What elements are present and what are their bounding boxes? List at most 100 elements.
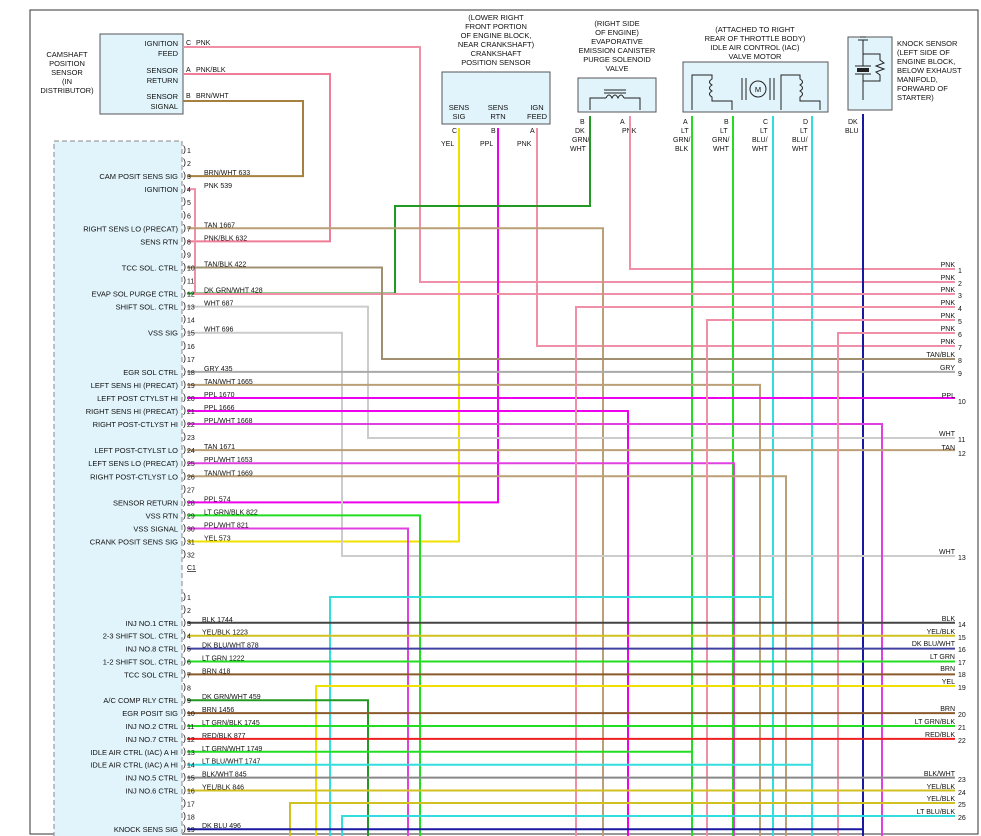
crank-t3-l1: IGN bbox=[530, 103, 543, 112]
crank-t1-l2: SIG bbox=[453, 112, 466, 121]
wire-pnk-5 bbox=[706, 319, 955, 836]
c1-pin-number: 9 bbox=[187, 252, 191, 259]
c1-pin-bracket: ) bbox=[183, 549, 186, 559]
c2-wire-label: BLK 1744 bbox=[202, 617, 233, 624]
crankshaft-position-sensor: (LOWER RIGHT FRONT PORTION OF ENGINE BLO… bbox=[441, 13, 551, 148]
c2-pin-number: 4 bbox=[187, 634, 191, 641]
c1-pin-function: SHIFT SOL. CTRL bbox=[116, 303, 178, 312]
c2-pin-number: 9 bbox=[187, 698, 191, 705]
wire-cam-return bbox=[183, 73, 331, 243]
right-wire-number: 26 bbox=[958, 815, 966, 822]
c2-wire-label: LT GRN/WHT 1749 bbox=[202, 746, 262, 753]
iac-b-w1: LT bbox=[720, 128, 728, 135]
right-wire-label: BRN bbox=[940, 666, 955, 673]
right-wire-label: RED/BLK bbox=[925, 732, 955, 739]
c1-pin-number: 14 bbox=[187, 318, 195, 325]
c1-wire-label: PNK/BLK 632 bbox=[204, 235, 247, 242]
c2-wire-label: DK BLU 496 bbox=[202, 823, 241, 830]
c1-pin-function: SENSOR RETURN bbox=[113, 498, 178, 507]
motor-symbol: M bbox=[755, 85, 761, 94]
c1-pin-bracket: ) bbox=[183, 366, 186, 376]
c1-pin-function: CAM POSIT SENS SIG bbox=[99, 172, 178, 181]
c2-pin-function: A/C COMP RLY CTRL bbox=[103, 696, 178, 705]
evap-purge-solenoid: (RIGHT SIDE OF ENGINE) EVAPORATIVE EMISS… bbox=[570, 19, 657, 153]
evap-wire-b-2: GRN/ bbox=[572, 137, 590, 144]
c1-pin-bracket: ) bbox=[183, 248, 186, 258]
c1-wire-label: TAN 1667 bbox=[204, 222, 235, 229]
c2-pin-bracket: ) bbox=[183, 797, 186, 807]
c2-pin-number: 1 bbox=[187, 595, 191, 602]
wire-evap-feed bbox=[629, 116, 955, 270]
right-wire-number: 18 bbox=[958, 672, 966, 679]
iac-note-4: VALVE MOTOR bbox=[729, 52, 783, 61]
c1-pin-bracket: ) bbox=[183, 340, 186, 350]
c1-wire-label: GRY 435 bbox=[204, 366, 233, 373]
evap-note-6: VALVE bbox=[605, 64, 628, 73]
wire-vss-signal bbox=[187, 527, 409, 836]
right-wire-number: 17 bbox=[958, 660, 966, 667]
c1-pin-number: 27 bbox=[187, 487, 195, 494]
c1-wire-label: PPL/WHT 821 bbox=[204, 522, 249, 529]
wire-left-sens-lo bbox=[187, 462, 735, 836]
right-wire-number: 7 bbox=[958, 345, 962, 352]
cam-pin-b: B bbox=[186, 93, 191, 100]
c2-pin-number: 5 bbox=[187, 647, 191, 654]
page-frame bbox=[29, 9, 979, 835]
c1-pin-number: 12 bbox=[187, 292, 195, 299]
camshaft-position-sensor: CAMSHAFT POSITION SENSOR (IN DISTRIBUTOR… bbox=[40, 33, 229, 115]
c1-pin-number: 8 bbox=[187, 239, 191, 246]
iac-pin-d: D bbox=[803, 119, 808, 126]
c2-pin-bracket: ) bbox=[183, 668, 186, 678]
c1-wire-label: PPL 1670 bbox=[204, 392, 235, 399]
right-wire-number: 22 bbox=[958, 738, 966, 745]
c1-pin-number: 28 bbox=[187, 500, 195, 507]
wire-crank-rtn bbox=[187, 128, 499, 504]
iac-c-w3: WHT bbox=[752, 146, 769, 153]
crank-pin-a: A bbox=[530, 128, 535, 135]
c1-pin-bracket: ) bbox=[183, 301, 186, 311]
cam-term-return-2: RETURN bbox=[147, 76, 178, 85]
c1-pin-bracket: ) bbox=[183, 405, 186, 415]
c1-pin-bracket: ) bbox=[183, 209, 186, 219]
wire-pnk-4 bbox=[575, 306, 955, 836]
c2-pin-bracket: ) bbox=[183, 604, 186, 614]
c2-pin-bracket: ) bbox=[183, 617, 186, 627]
wire-right-post-lo bbox=[187, 475, 787, 836]
c1-pin-function: VSS SIGNAL bbox=[133, 524, 178, 533]
c2-pin-function: IDLE AIR CTRL (IAC) A HI bbox=[90, 761, 178, 770]
c1-pin-bracket: ) bbox=[183, 288, 186, 298]
c2-wire-label: RED/BLK 877 bbox=[202, 733, 246, 740]
c2-pin-function: INJ NO.6 CTRL bbox=[125, 787, 178, 796]
c1-pin-number: 13 bbox=[187, 305, 195, 312]
right-wire-label: LT BLU/BLK bbox=[917, 809, 956, 816]
iac-d-w1: LT bbox=[800, 128, 808, 135]
c1-pin-bracket: ) bbox=[183, 392, 186, 402]
camshaft-title-3: SENSOR bbox=[51, 68, 83, 77]
c2-pin-number: 2 bbox=[187, 608, 191, 615]
crank-t1-l1: SENS bbox=[449, 103, 469, 112]
c1-pin-bracket: ) bbox=[183, 431, 186, 441]
c2-pin-number: 15 bbox=[187, 776, 195, 783]
c1-pin-number: 6 bbox=[187, 213, 191, 220]
c2-pin-number: 6 bbox=[187, 660, 191, 667]
c1-wire-label: TAN/WHT 1665 bbox=[204, 379, 253, 386]
c1-pin-number: 26 bbox=[187, 474, 195, 481]
c1-pin-bracket: ) bbox=[183, 183, 186, 193]
crank-note-4: NEAR CRANKSHAFT) bbox=[458, 40, 535, 49]
c1-pin-function: RIGHT SENS HI (PRECAT) bbox=[86, 407, 179, 416]
c1-pin-bracket: ) bbox=[183, 157, 186, 167]
wire-yelblk-25 bbox=[289, 802, 955, 836]
c1-pin-number: 21 bbox=[187, 409, 195, 416]
c1-pin-function: EVAP SOL PURGE CTRL bbox=[91, 290, 178, 299]
crank-t2-l1: SENS bbox=[488, 103, 508, 112]
c1-pin-bracket: ) bbox=[183, 509, 186, 519]
evap-note-5: PURGE SOLENOID bbox=[583, 55, 651, 64]
cam-pin-c: C bbox=[186, 40, 191, 47]
right-wire-number: 21 bbox=[958, 725, 966, 732]
cam-term-signal-1: SENSOR bbox=[146, 92, 178, 101]
cam-wire-b: BRN/WHT bbox=[196, 93, 229, 100]
c2-pin-number: 7 bbox=[187, 672, 191, 679]
c2-wire-label: LT BLU/WHT 1747 bbox=[202, 759, 260, 766]
right-wire-label: PNK bbox=[941, 339, 956, 346]
